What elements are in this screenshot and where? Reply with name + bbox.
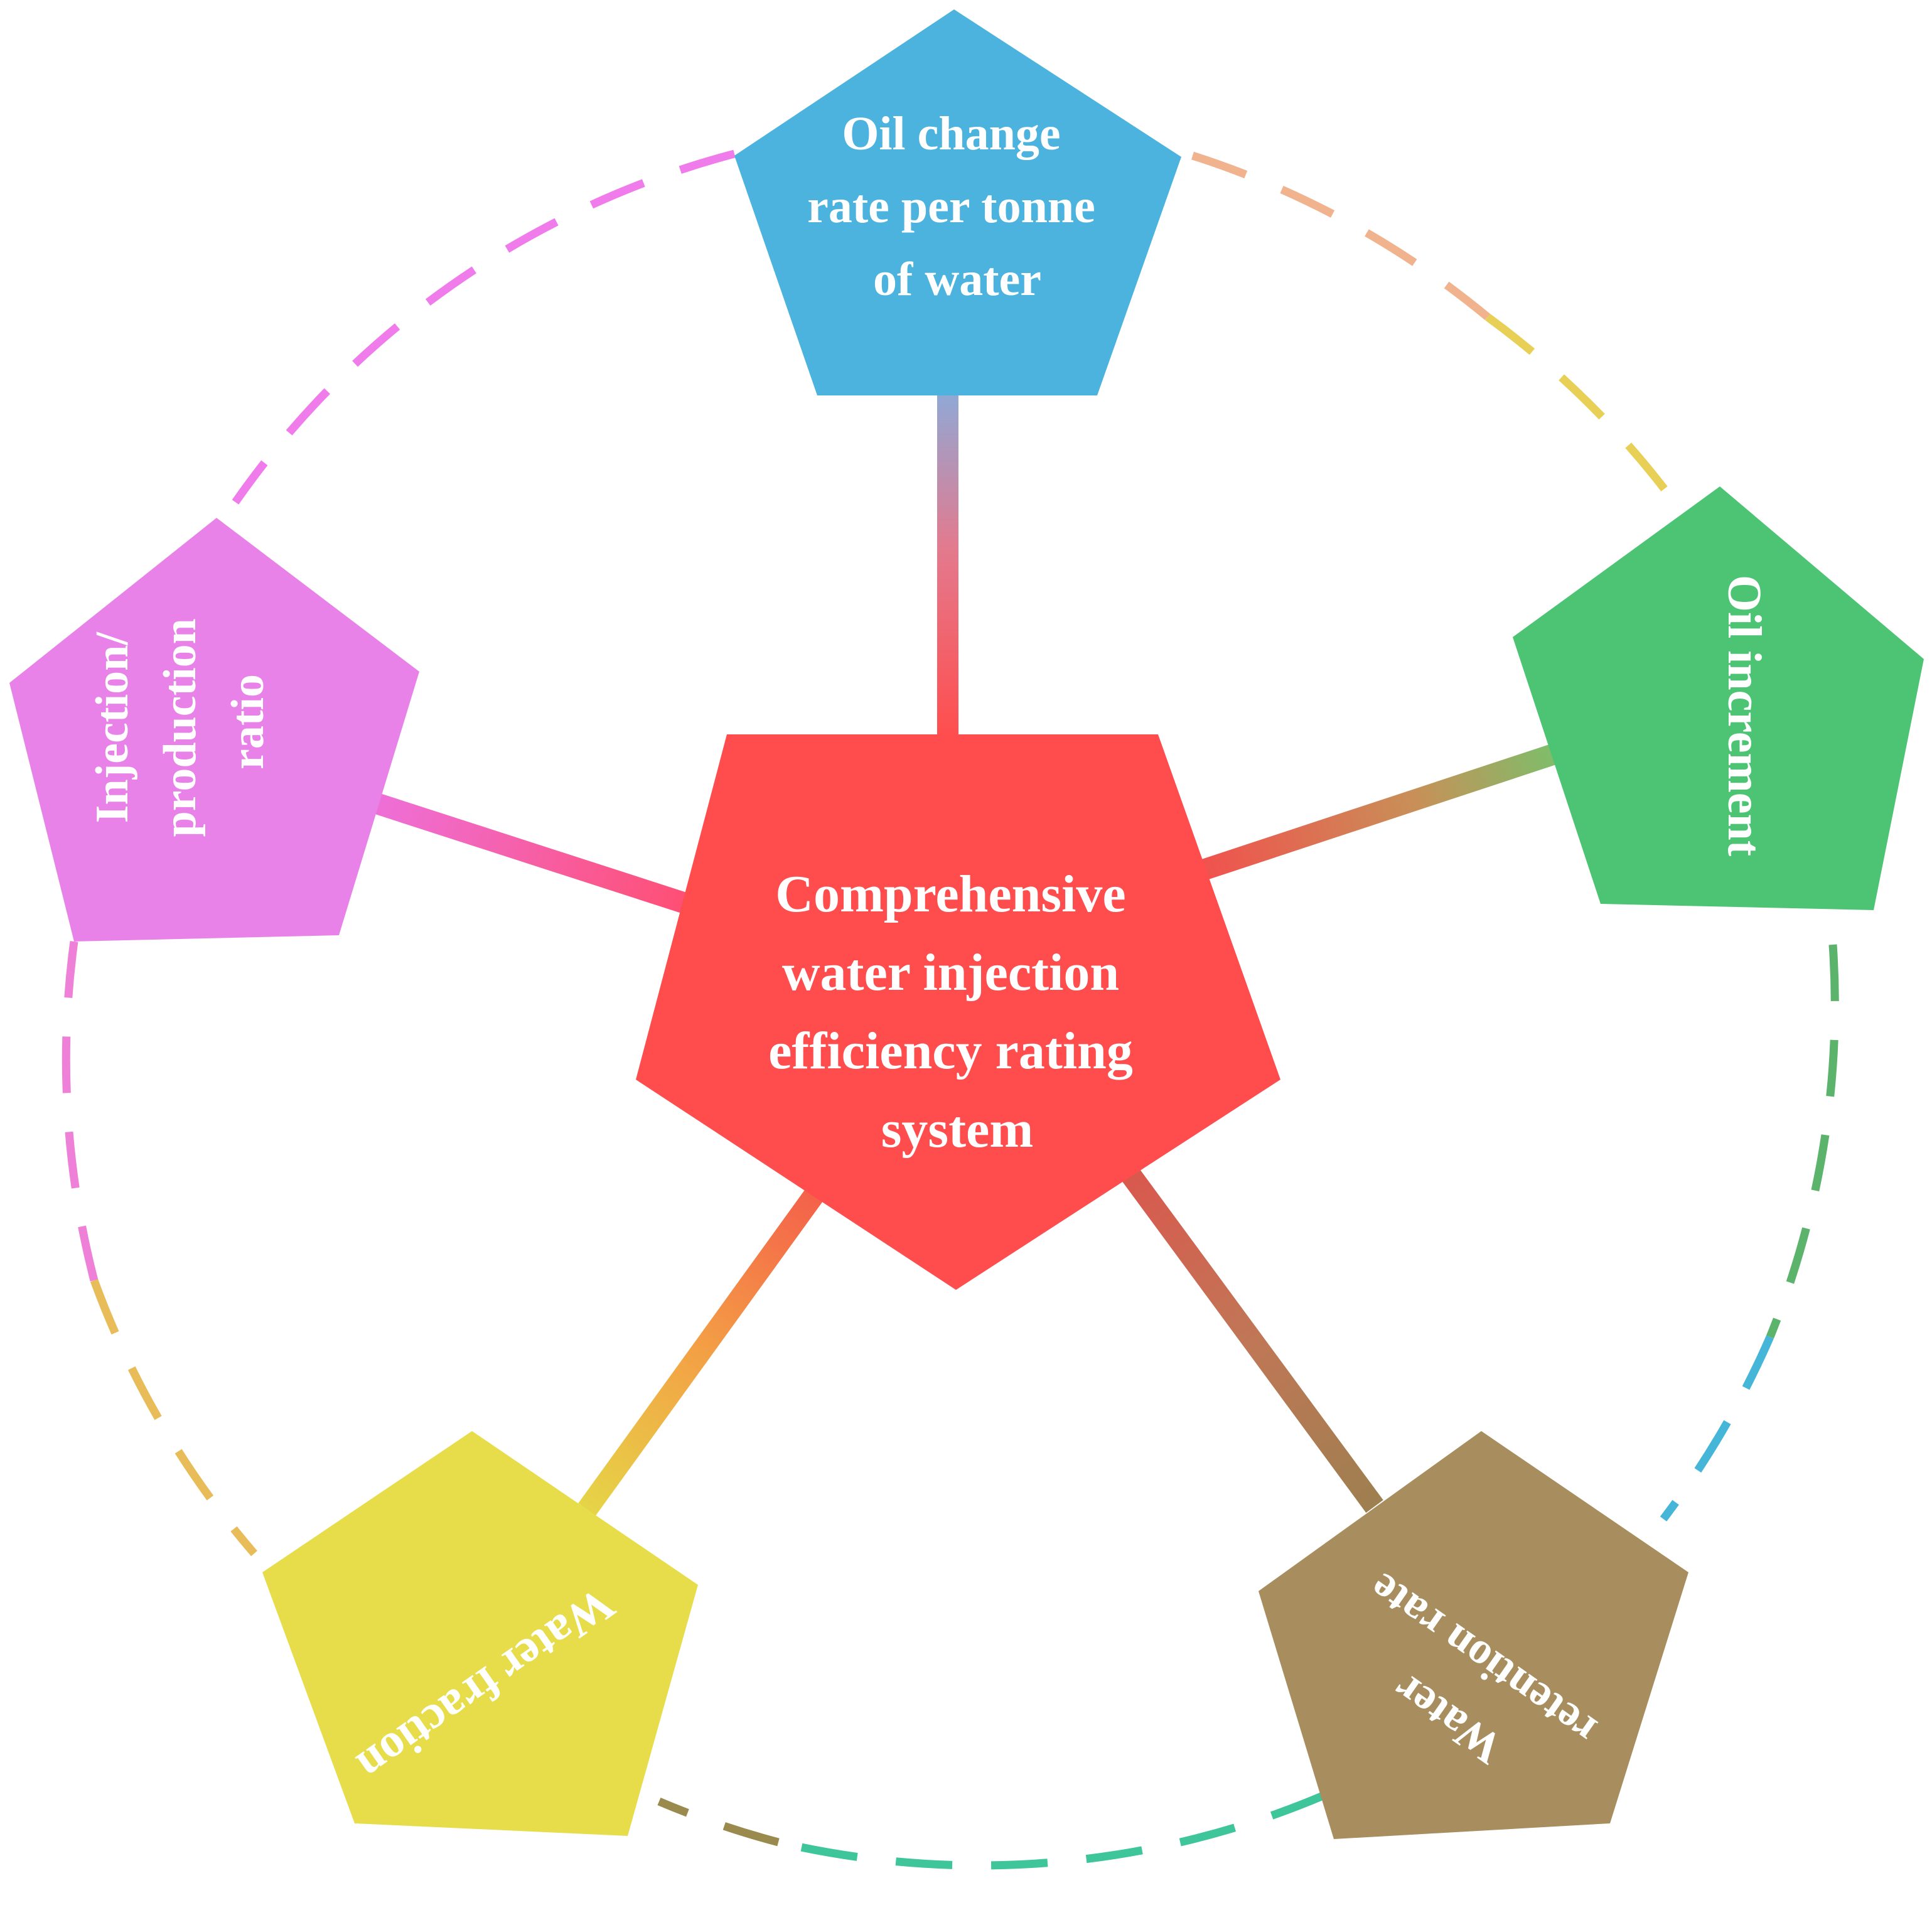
connector-left <box>373 793 700 918</box>
node-injection-production-ratio-line-2: production <box>154 618 206 837</box>
ring-arc-left-lower <box>90 1279 257 1557</box>
node-water-fraction-pentagon <box>262 1431 698 1836</box>
ring-arc-top-left <box>232 149 736 505</box>
node-oil-change-rate-label: Oil change rate per tonne of water <box>807 107 1107 306</box>
outer-ring <box>62 149 1839 1870</box>
center-node: Comprehensive water injection efficiency… <box>636 734 1280 1290</box>
node-injection-production-ratio-pentagon <box>9 518 419 942</box>
connector-bottom-left <box>578 1186 825 1516</box>
node-injection-production-ratio-line-3: ratio <box>222 674 274 770</box>
node-injection-production-ratio-line-1: Injection/ <box>87 631 138 824</box>
center-label: Comprehensive water injection efficiency… <box>768 865 1146 1159</box>
node-water-fraction: Water fraction <box>262 1431 698 1836</box>
center-pentagon <box>636 734 1280 1290</box>
node-injection-production-ratio: Injection/ production ratio <box>9 518 419 942</box>
connector-right <box>1201 743 1560 880</box>
node-water-retention-rate: Water retention rate <box>1258 1431 1688 1839</box>
ring-arc-bottom <box>777 1791 1326 1870</box>
node-oil-increment-label: Oil increment <box>1718 575 1771 856</box>
center-label-line-4: system <box>881 1100 1034 1159</box>
node-oil-change-rate: Oil change rate per tonne of water <box>734 9 1181 395</box>
ring-arc-left-upper <box>62 941 99 1282</box>
ring-arc-lower-right <box>1660 1335 1774 1521</box>
center-label-line-1: Comprehensive <box>775 865 1125 923</box>
ring-arc-top-right <box>1191 151 1491 321</box>
center-label-line-2: water injection <box>782 943 1119 1002</box>
connector-bottom-right <box>1121 1167 1383 1513</box>
connectors <box>373 392 1560 1516</box>
node-oil-increment: Oil increment <box>1513 486 1924 910</box>
node-oil-change-rate-pentagon <box>734 9 1181 395</box>
node-oil-change-rate-line-2: rate per tonne <box>807 180 1095 233</box>
node-oil-change-rate-line-3: of water <box>873 253 1041 306</box>
center-label-line-3: efficiency rating <box>768 1022 1133 1080</box>
node-oil-change-rate-line-1: Oil change <box>842 107 1060 160</box>
ring-arc-upper-right <box>1485 313 1683 511</box>
node-oil-increment-pentagon <box>1513 486 1924 910</box>
ring-arc-right <box>1766 944 1839 1339</box>
node-injection-production-ratio-label: Injection/ production ratio <box>87 607 274 837</box>
node-water-retention-rate-pentagon <box>1258 1431 1688 1839</box>
node-oil-increment-line-1: Oil increment <box>1718 575 1771 856</box>
ring-arc-bottom-left <box>657 1798 780 1847</box>
